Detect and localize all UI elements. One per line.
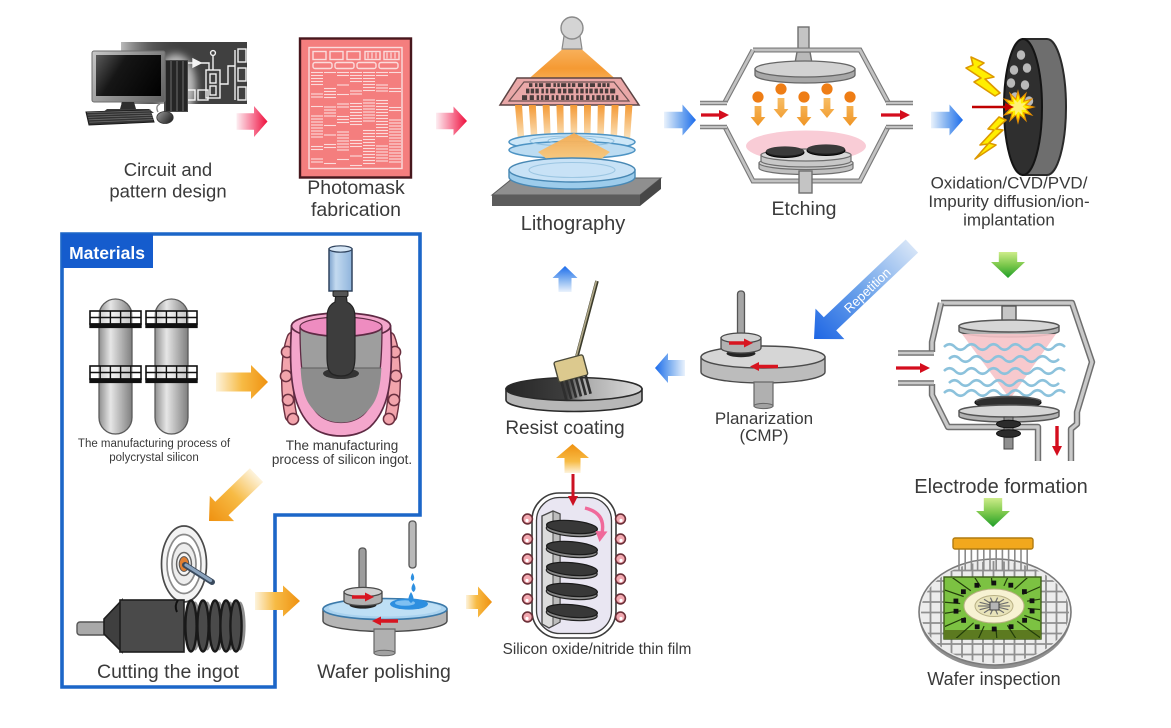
svg-text:pattern design: pattern design [109, 181, 226, 202]
svg-text:Materials: Materials [69, 243, 145, 263]
svg-text:Planarization: Planarization [715, 409, 813, 428]
svg-text:implantation: implantation [963, 211, 1055, 230]
svg-text:Impurity diffusion/ion-: Impurity diffusion/ion- [928, 192, 1089, 211]
svg-text:Wafer polishing: Wafer polishing [317, 661, 451, 683]
svg-text:Lithography: Lithography [521, 213, 626, 235]
svg-text:Resist coating: Resist coating [505, 418, 624, 439]
svg-text:polycrystal silicon: polycrystal silicon [109, 452, 198, 464]
svg-text:(CMP): (CMP) [739, 426, 788, 445]
svg-text:process of silicon ingot.: process of silicon ingot. [272, 452, 412, 467]
svg-text:Wafer inspection: Wafer inspection [927, 669, 1060, 689]
svg-text:Silicon oxide/nitride thin fil: Silicon oxide/nitride thin film [503, 641, 692, 658]
svg-text:Electrode formation: Electrode formation [914, 476, 1087, 498]
svg-text:The manufacturing: The manufacturing [286, 438, 399, 453]
svg-text:fabrication: fabrication [311, 199, 401, 221]
svg-text:Circuit and: Circuit and [124, 159, 212, 180]
svg-text:Cutting the ingot: Cutting the ingot [97, 661, 240, 683]
svg-text:Photomask: Photomask [307, 177, 405, 199]
svg-text:Oxidation/CVD/PVD/: Oxidation/CVD/PVD/ [931, 174, 1088, 193]
svg-text:The manufacturing process of: The manufacturing process of [78, 438, 231, 450]
svg-text:Etching: Etching [771, 198, 836, 220]
